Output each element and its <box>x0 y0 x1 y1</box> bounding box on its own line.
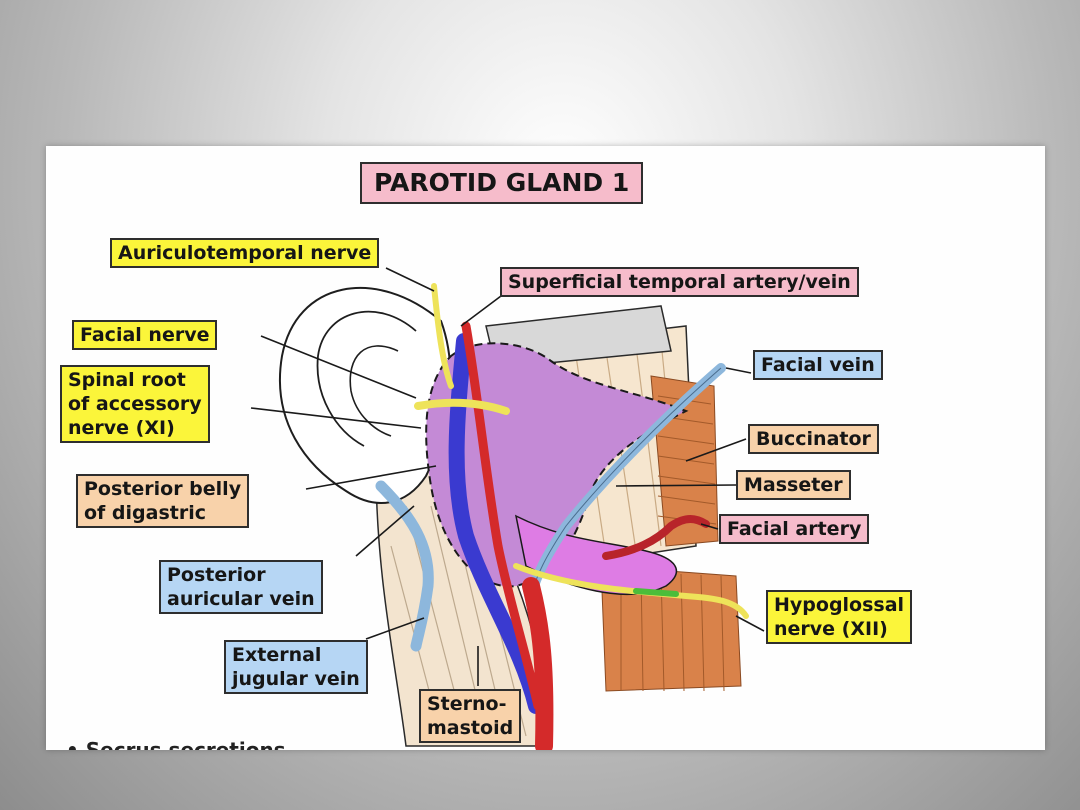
lower-jaw-striations <box>620 570 725 692</box>
label-external-jugular-vein: External jugular vein <box>224 640 368 694</box>
label-sternomastoid: Sterno- mastoid <box>419 689 522 743</box>
ear-helix <box>316 310 417 447</box>
footnote-bullet: • Secrus secretions <box>66 738 286 750</box>
facial-vein-vessel-edge <box>530 367 722 597</box>
label-masseter: Masseter <box>736 470 851 500</box>
label-buccinator: Buccinator <box>748 424 879 454</box>
leader-auriculotemporal <box>385 267 435 292</box>
leader-masseter <box>615 484 737 487</box>
leader-lines <box>250 267 765 686</box>
external-jugular-vessel <box>375 480 434 652</box>
facial-artery-vessel <box>602 515 710 560</box>
label-spinal-root: Spinal root of accessory nerve (XI) <box>60 365 210 443</box>
leader-buccinator <box>685 438 747 462</box>
superficial-temporal-vessel <box>461 321 543 711</box>
label-hypoglossal-nerve: Hypoglossal nerve (XII) <box>766 590 913 644</box>
hypoglossal-highlight <box>633 588 679 597</box>
parotid-illustration <box>250 267 765 750</box>
leader-facial-vein <box>725 367 752 374</box>
label-facial-vein: Facial vein <box>753 350 883 380</box>
ear-outline <box>278 287 452 504</box>
auriculotemporal-nerve <box>431 283 454 389</box>
sternomastoid-striations <box>390 505 527 737</box>
label-superficial-temporal: Superficial temporal artery/vein <box>500 267 859 297</box>
label-auriculotemporal-nerve: Auriculotemporal nerve <box>110 238 380 268</box>
leader-hypoglossal <box>735 615 765 632</box>
diagram-title: PAROTID GLAND 1 <box>360 162 644 204</box>
slide: PAROTID GLAND 1 Auriculotemporal nerve S… <box>46 146 1045 750</box>
label-posterior-auricular-vein: Posterior auricular vein <box>159 560 323 614</box>
ear-antihelix <box>349 345 399 437</box>
leader-superficial-temporal <box>460 295 502 327</box>
facial-nerve-branch <box>414 398 510 415</box>
label-posterior-belly: Posterior belly of digastric <box>76 474 250 528</box>
leader-spinal-root <box>250 407 422 429</box>
leader-facial-artery <box>700 523 719 530</box>
external-carotid-vessel <box>522 577 554 750</box>
label-facial-nerve: Facial nerve <box>72 320 218 350</box>
leader-posterior-auricular <box>355 505 415 557</box>
leader-facial-nerve <box>260 335 417 399</box>
leader-posterior-belly <box>305 465 437 490</box>
label-facial-artery: Facial artery <box>719 514 870 544</box>
leader-external-jugular <box>365 617 425 640</box>
